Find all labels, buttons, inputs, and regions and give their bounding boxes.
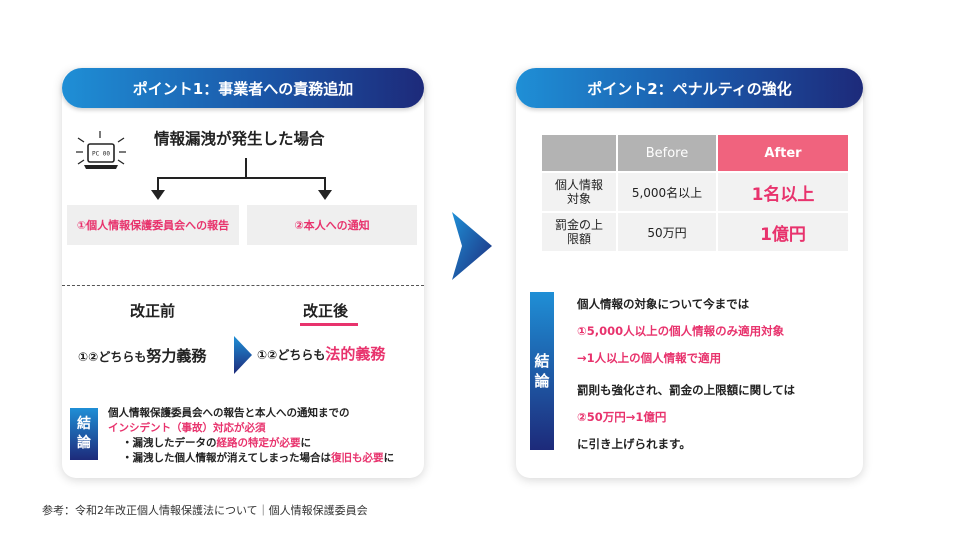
arrow-right-icon — [234, 336, 252, 374]
arrow-right-icon — [452, 212, 492, 280]
conclusion-line: ・漏洩した個人情報が消えてしまった場合は復旧も必要に — [122, 452, 395, 464]
conclusion-line: ①5,000人以上の個人情報のみ適用対象 — [577, 324, 785, 338]
point2-title: ポイント2：ペナルティの強化 — [516, 68, 863, 108]
table-header-after: After — [716, 133, 850, 173]
laptop-screen-text: PC 00 — [92, 151, 110, 158]
table-row: 個人情報対象 5,000名以上 1名以上 — [540, 171, 850, 213]
laptop-icon: PC 00 — [76, 131, 126, 169]
conclusion-line: ・漏洩したデータの経路の特定が必要に — [122, 437, 311, 449]
conclusion-tag-char: 論 — [77, 435, 91, 451]
before-text: ①②どちらも努力義務 — [78, 345, 206, 366]
after-main: 法的義務 — [325, 345, 386, 363]
table-cell-after: 1億円 — [716, 211, 850, 253]
arrow-down-icon — [318, 190, 332, 200]
table-header-empty — [540, 133, 618, 173]
conclusion-tag-char: 結 — [534, 351, 550, 370]
conclusion-tag-char: 論 — [534, 372, 550, 390]
conclusion-tag: 結 論 — [70, 408, 98, 460]
conclusion-tag: 結 論 — [530, 292, 554, 450]
branch-bar — [157, 177, 326, 179]
table-header-before: Before — [616, 133, 718, 173]
after-underline — [300, 323, 358, 326]
notify-box: ②本人への通知 — [247, 205, 417, 245]
table-row-label: 個人情報対象 — [540, 171, 618, 213]
table-header-row: Before After — [540, 133, 850, 173]
after-prefix: ①②どちらも — [257, 348, 326, 362]
branch-left — [157, 177, 159, 192]
after-label: 改正後 — [303, 302, 349, 320]
conclusion-tag-char: 結 — [77, 416, 91, 433]
conclusion-text: 個人情報の対象について今までは ①5,000人以上の個人情報のみ適用対象 →1人… — [577, 296, 795, 456]
table-cell-before: 5,000名以上 — [616, 171, 718, 213]
conclusion-line: インシデント（事故）対応が必須 — [108, 422, 266, 434]
before-label: 改正前 — [130, 302, 176, 320]
conclusion-line: →1人以上の個人情報で適用 — [577, 351, 722, 365]
table-row: 罰金の上限額 50万円 1億円 — [540, 211, 850, 253]
table-row-label: 罰金の上限額 — [540, 211, 618, 253]
divider — [62, 285, 424, 286]
before-prefix: ①②どちらも — [78, 350, 147, 364]
point1-title: ポイント1：事業者への責務追加 — [62, 68, 424, 108]
conclusion-line: 罰則も強化され、罰金の上限額に関しては — [577, 383, 796, 397]
footer-reference: 参考：令和2年改正個人情報保護法について｜個人情報保護委員会 — [42, 504, 368, 517]
after-text: ①②どちらも法的義務 — [257, 343, 385, 364]
before-main: 努力義務 — [146, 347, 207, 365]
conclusion-line: ②50万円→1億円 — [577, 410, 667, 424]
incident-label: 情報漏洩が発生した場合 — [154, 130, 325, 148]
arrow-down-icon — [151, 190, 165, 200]
table-cell-before: 50万円 — [616, 211, 718, 253]
branch-right — [324, 177, 326, 192]
report-box: ①個人情報保護委員会への報告 — [67, 205, 239, 245]
conclusion-line: 個人情報の対象について今までは — [577, 297, 750, 311]
comparison-table: Before After 個人情報対象 5,000名以上 1名以上 罰金の上限額… — [540, 133, 850, 253]
conclusion-line: 個人情報保護委員会への報告と本人への通知までの — [108, 407, 350, 419]
conclusion-text: 個人情報保護委員会への報告と本人への通知までの インシデント（事故）対応が必須 … — [108, 406, 394, 466]
point1-panel — [62, 70, 424, 478]
branch-stem — [245, 158, 247, 178]
conclusion-line: に引き上げられます。 — [577, 437, 691, 451]
table-cell-after: 1名以上 — [716, 171, 850, 213]
